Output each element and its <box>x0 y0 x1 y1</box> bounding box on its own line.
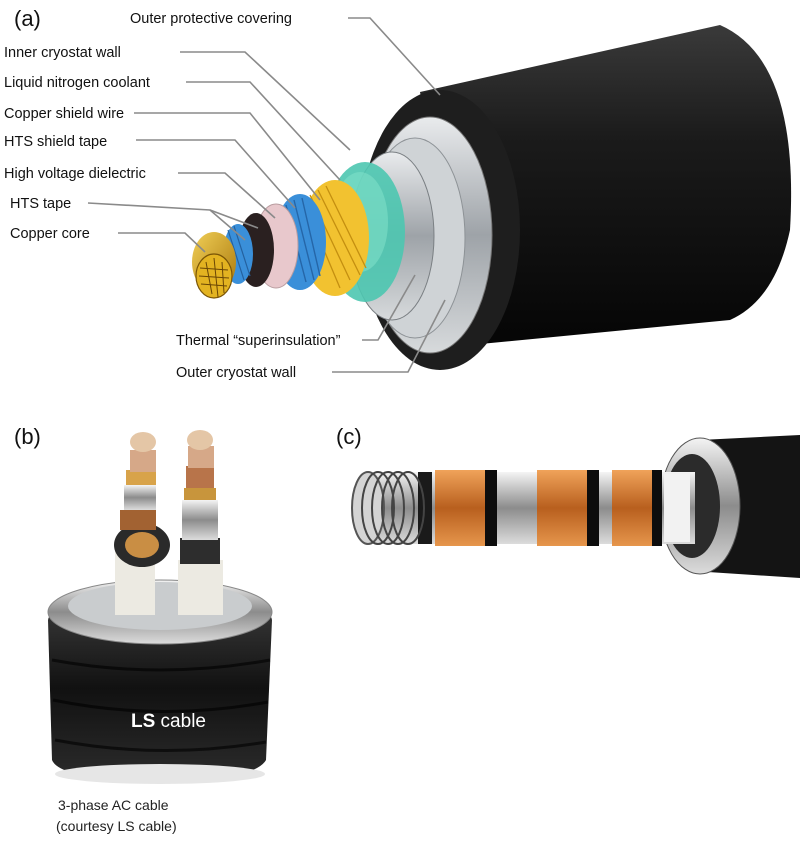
c-band-black-1 <box>485 470 497 546</box>
ls-core-2-copper <box>186 466 214 488</box>
ls-three-phase-cable-photo <box>47 430 273 784</box>
c-band-black-3 <box>652 470 662 546</box>
ls-brand-rest: cable <box>155 711 206 732</box>
panel-b: (b) LS <box>14 424 273 834</box>
ls-caption-line1: 3-phase AC cable <box>58 797 169 813</box>
ls-core-2-silver <box>182 500 218 540</box>
ls-core-1-copper <box>125 532 159 558</box>
label-outer-cryostat-wall: Outer cryostat wall <box>176 365 296 381</box>
c-band-orange-1 <box>435 470 485 546</box>
c-band-orange-2 <box>537 470 587 546</box>
ls-core-1-top <box>130 450 156 472</box>
leader-hts-tape-b <box>209 209 259 229</box>
leader-coolant <box>186 81 341 181</box>
layered-cable-photo <box>351 435 800 578</box>
label-copper-shield-wire: Copper shield wire <box>4 106 124 122</box>
ls-core-1-orange <box>120 510 156 530</box>
leader-outer-covering <box>348 17 441 96</box>
leader-outer-cryostat <box>332 299 446 373</box>
panel-c: (c) <box>336 424 800 578</box>
label-hts-shield-tape: HTS shield tape <box>4 134 107 150</box>
label-outer-protective-covering: Outer protective covering <box>130 11 292 27</box>
ls-cable-brand: LS cable <box>131 711 206 732</box>
leader-inner-cryostat <box>180 51 351 151</box>
ls-cable-inner-cavity <box>68 582 252 630</box>
leader-copper-core <box>118 232 206 253</box>
label-high-voltage-dielectric: High voltage dielectric <box>4 166 146 182</box>
label-hts-tape: HTS tape <box>10 196 71 212</box>
ls-brand-bold: LS <box>131 711 155 732</box>
label-liquid-nitrogen-coolant: Liquid nitrogen coolant <box>4 75 150 91</box>
panel-a-letter: (a) <box>14 6 41 31</box>
c-band-black-2 <box>587 470 599 546</box>
label-thermal-superinsulation: Thermal “superinsulation” <box>176 333 341 349</box>
c-spiral-former <box>351 471 425 545</box>
panel-b-letter: (b) <box>14 424 41 449</box>
copper-core-face <box>195 253 233 299</box>
ls-core-2-band <box>184 488 216 500</box>
label-inner-cryostat-wall: Inner cryostat wall <box>4 45 121 61</box>
leader-dielectric <box>178 172 276 219</box>
copper-core-wires <box>198 257 230 298</box>
leader-lines <box>87 17 446 373</box>
ls-caption-line2: (courtesy LS cable) <box>56 818 177 834</box>
label-copper-core: Copper core <box>10 226 90 242</box>
ls-cable-jacket <box>48 595 272 782</box>
copper-shield-strands <box>304 185 367 289</box>
leader-copper-shield <box>134 112 321 201</box>
ls-cable-folds <box>51 658 271 753</box>
c-white-spacer <box>664 474 690 542</box>
c-band-orange-3 <box>612 470 652 546</box>
ls-core-2-insulation <box>178 560 223 615</box>
ls-core-1-cap <box>130 432 156 452</box>
leader-superinsulation <box>362 274 416 341</box>
panel-c-letter: (c) <box>336 424 362 449</box>
panel-a: (a) <box>4 6 792 381</box>
ls-core-2-top <box>188 446 214 468</box>
ls-core-1-band <box>126 470 156 485</box>
hts-cable-cutaway <box>192 25 792 370</box>
ls-cable-base <box>55 764 265 784</box>
hts-tape-stripes <box>227 225 251 281</box>
ls-core-1-silver <box>124 485 156 510</box>
leader-hts-shield <box>136 139 296 209</box>
ls-core-2-cap <box>187 430 213 450</box>
ls-core-2-black <box>180 538 220 564</box>
